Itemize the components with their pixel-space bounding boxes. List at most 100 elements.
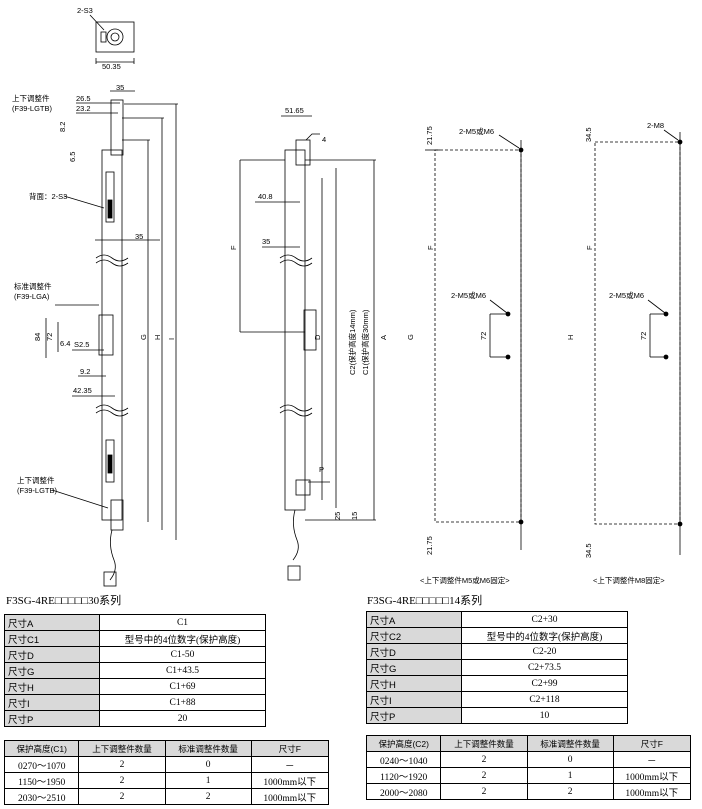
bracket-cell: 2 [440, 783, 528, 800]
mid-dim-A: A [379, 335, 388, 340]
bracket-header: 尺寸F [612, 735, 692, 752]
dim-label: 尺寸P [366, 707, 462, 724]
dim-value: 10 [461, 707, 628, 724]
mid-dim-4: 4 [322, 135, 326, 144]
bracket-cell: 1 [526, 767, 614, 784]
left-dim-84: 84 [33, 333, 42, 341]
bracket-cell: － [250, 756, 330, 773]
std-bracket-label: 标准调整件 [14, 281, 52, 291]
dim-value: 型号中的4位数字(保护高度) [461, 627, 628, 644]
bracket-cell: 0270～1070 [3, 756, 80, 773]
dim-value: C1+88 [99, 694, 266, 711]
dim-value: C2+99 [461, 675, 628, 692]
bracket-cell: 2030～2510 [3, 788, 80, 805]
bracket-cell: 2 [78, 788, 166, 805]
lower-bracket-model: (F39-LGTB) [17, 486, 58, 495]
dim-value: 型号中的4位数字(保护高度) [99, 630, 266, 647]
hole-view-m8: 34.5 2-M8 F 2-M5或M6 72 H 34.5 <上下调整件M8固定… [566, 121, 683, 585]
left-dim-9-2: 9.2 [80, 367, 90, 376]
upper-bracket-label: 上下调整件 [12, 93, 50, 103]
bracket-cell: 2 [78, 756, 166, 773]
mid-dim-40-8: 40.8 [258, 192, 273, 201]
std-bracket-model: (F39-LGA) [14, 292, 50, 301]
m5-dim-21-75-bottom: 21.75 [425, 536, 434, 555]
dim-value: C1-50 [99, 646, 266, 663]
mid-dim-F: F [229, 245, 238, 250]
dim-label: 尺寸C2 [366, 627, 462, 644]
dim-value: 20 [99, 710, 266, 727]
mid-dim-D: D [313, 334, 322, 340]
bracket-header: 保护高度(C2) [365, 735, 442, 752]
back-label: 背面：2-S3 [29, 191, 67, 201]
dim-label: 尺寸D [4, 646, 100, 663]
top-bracket-view: 2-S3 50.35 [77, 6, 135, 71]
dim-value: C2+30 [461, 611, 628, 628]
bracket-cell: 1 [164, 772, 252, 789]
dim-label: 尺寸G [366, 659, 462, 676]
bracket-header: 尺寸F [250, 740, 330, 757]
left-dim-I: I [167, 338, 176, 340]
m8-dim-72: 72 [639, 332, 648, 340]
dim-value: C2+118 [461, 691, 628, 708]
series30-title: F3SG-4RE□□□□□30系列 [6, 595, 122, 607]
dim-label: 尺寸C1 [4, 630, 100, 647]
bracket-cell: 2000～2080 [365, 783, 442, 800]
bracket-cell: 2 [440, 751, 528, 768]
series14-title: F3SG-4RE□□□□□14系列 [367, 595, 483, 607]
left-dim-23-2: 23.2 [76, 104, 91, 113]
mid-dim-35: 35 [262, 237, 270, 246]
dim-label: 尺寸I [366, 691, 462, 708]
top-bracket-label: 2-S3 [77, 6, 93, 15]
dim-label: 尺寸G [4, 662, 100, 679]
left-dim-35-top: 35 [116, 83, 124, 92]
m5-dim-F: F [426, 245, 435, 250]
m8-hole-top-label: 2-M8 [647, 121, 664, 130]
bracket-cell: 2 [526, 783, 614, 800]
left-dim-42-35: 42.35 [73, 386, 92, 395]
m8-dim-34-5-bottom: 34.5 [584, 543, 593, 558]
upper-bracket-model: (F39-LGTB) [12, 104, 53, 113]
mid-dim-P: P [319, 465, 324, 474]
mid-dim-15: 15 [350, 512, 359, 520]
m5-dim-G: G [406, 334, 415, 340]
bracket-header: 保护高度(C1) [3, 740, 80, 757]
dim-label: 尺寸H [4, 678, 100, 695]
mid-dim-C1: C1(保护高度30mm) [360, 309, 370, 375]
m8-dim-F: F [585, 245, 594, 250]
left-dim-72: 72 [45, 333, 54, 341]
dim-value: C1+43.5 [99, 662, 266, 679]
left-dim-26-5: 26.5 [76, 94, 91, 103]
mid-dim-51-65: 51.65 [285, 106, 304, 115]
dim-label: 尺寸A [4, 614, 100, 631]
bracket-cell: 2 [78, 772, 166, 789]
m5-hole-top-label: 2-M5或M6 [459, 126, 494, 136]
bracket-cell: 1000mm以下 [250, 788, 330, 805]
bracket-cell: 0240～1040 [365, 751, 442, 768]
dim-label: 尺寸D [366, 643, 462, 660]
m8-caption: <上下调整件M8固定> [593, 575, 665, 585]
dim-label: 尺寸H [366, 675, 462, 692]
left-dim-6-4: 6.4 [60, 339, 70, 348]
bracket-cell: 1000mm以下 [250, 772, 330, 789]
left-dim-H: H [153, 335, 162, 340]
